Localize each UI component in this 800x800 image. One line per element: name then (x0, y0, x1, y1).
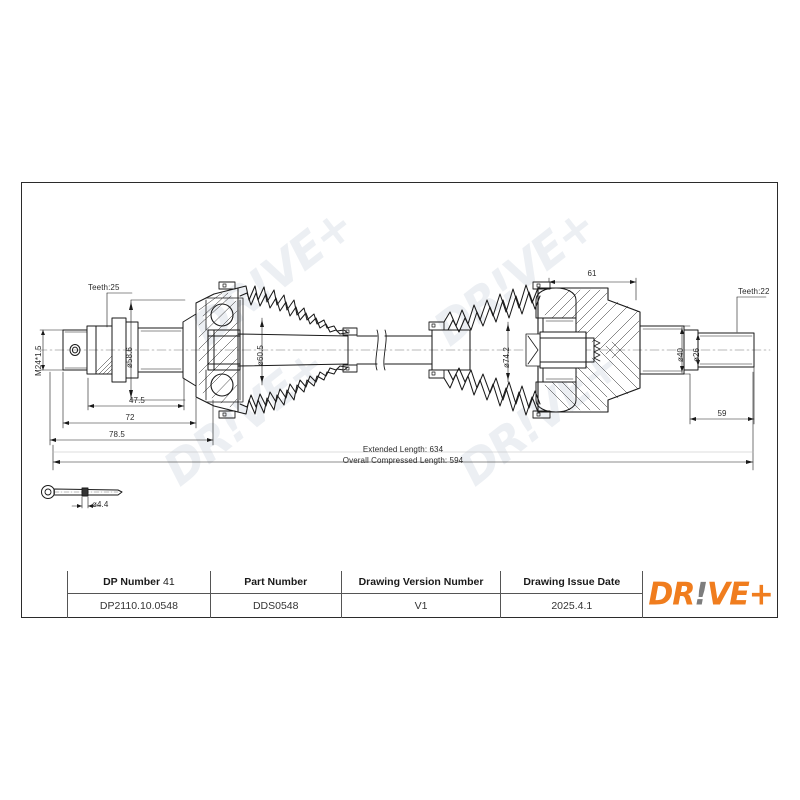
titleblock-col-drawing-version: Drawing Version Number V1 (340, 571, 501, 618)
dim-72: 72 (125, 413, 135, 422)
brand-logo-text: DR!VE+ (648, 576, 774, 613)
titleblock-col-issue-date: Drawing Issue Date 2025.4.1 (500, 571, 643, 618)
dim-teeth-right: Teeth:22 (738, 287, 770, 296)
dim-thread-m24: M24*1.5 (34, 345, 43, 377)
titleblock-header-issue-date: Drawing Issue Date (501, 571, 643, 594)
dim-teeth-left: Teeth:25 (88, 283, 120, 292)
brand-logo-part1: DR (648, 576, 695, 613)
dim-extended-length: Extended Length: 634 (362, 445, 444, 454)
titleblock-header-part-number: Part Number (210, 571, 341, 594)
dim-pin-dia: ø4.4 (92, 500, 109, 509)
brand-logo: DR!VE+ (642, 571, 778, 618)
titleblock-value-issue-date: 2025.4.1 (551, 600, 593, 612)
dim-78-5: 78.5 (109, 430, 125, 439)
dim-dia-74-2: ø74.2 (502, 347, 511, 368)
dim-dia-58-6: ø58.6 (125, 347, 134, 368)
titleblock-header-drawing-version: Drawing Version Number (341, 571, 501, 594)
titleblock-header-dp-number-suffix: 41 (163, 576, 175, 588)
dim-dia-26: ø26 (692, 347, 701, 362)
titleblock-header-dp-number-text: DP Number (103, 576, 161, 588)
dim-compressed-length: Overall Compressed Length: 594 (342, 456, 464, 465)
brand-logo-bang: ! (694, 576, 708, 613)
dim-47-5: 47.5 (129, 396, 145, 405)
dim-dia-60-5: ø60.5 (256, 345, 265, 366)
dim-61: 61 (587, 269, 597, 278)
titleblock-col-part-number: Part Number DDS0548 (209, 571, 341, 618)
titleblock-value-dp-number: DP2110.10.0548 (99, 600, 178, 612)
brand-logo-part2: VE+ (707, 576, 774, 613)
titleblock-value-part-number: DDS0548 (252, 600, 299, 612)
titleblock-value-drawing-version: V1 (414, 600, 428, 612)
dim-59: 59 (717, 409, 727, 418)
titleblock-col-dp-number: DP Number 41 DP2110.10.0548 (67, 571, 210, 618)
title-block-table: DP Number 41 DP2110.10.0548 Part Number … (67, 571, 778, 618)
titleblock-header-dp-number: DP Number 41 (68, 571, 210, 594)
dim-dia-40: ø40 (676, 347, 685, 362)
